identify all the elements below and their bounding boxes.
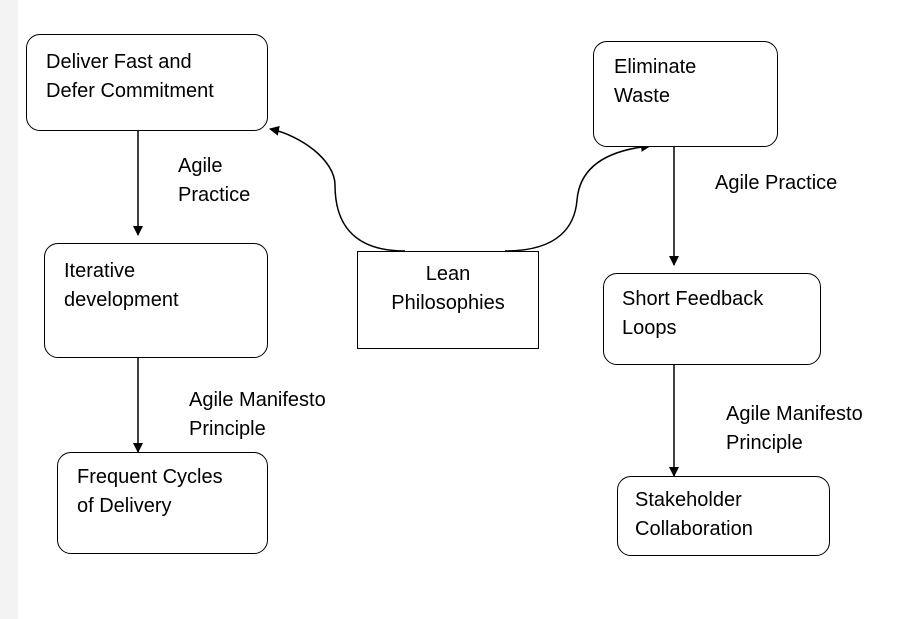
node-frequent-cycles: Frequent Cycles of Delivery — [57, 452, 268, 554]
edge-label-right-practice: Agile Practice — [715, 172, 838, 194]
node-deliver-fast: Deliver Fast and Defer Commitment — [26, 34, 268, 131]
node-stakeholder: Stakeholder Collaboration — [617, 476, 830, 556]
node-lean-label: Lean Philosophies — [391, 263, 505, 314]
node-eliminate-waste: Eliminate Waste — [593, 41, 778, 147]
node-eliminate-waste-label: Eliminate Waste — [614, 56, 697, 107]
node-short-feedback: Short Feedback Loops — [603, 273, 821, 365]
node-iterative: Iterative development — [44, 243, 268, 358]
node-short-feedback-label: Short Feedback Loops — [622, 288, 764, 339]
edge-label-left-practice: Agile Practice — [178, 155, 251, 206]
page-margin — [0, 0, 18, 619]
edge-label-right-manifesto: Agile Manifesto Principle — [726, 403, 863, 454]
node-lean-philosophies: Lean Philosophies — [357, 251, 539, 349]
node-iterative-label: Iterative development — [64, 260, 179, 311]
node-stakeholder-label: Stakeholder Collaboration — [635, 489, 753, 540]
edge-label-left-manifesto: Agile Manifesto Principle — [189, 389, 326, 440]
node-deliver-fast-label: Deliver Fast and Defer Commitment — [46, 51, 214, 102]
arrow-lean-to-eliminate-waste — [504, 141, 651, 252]
arrow-lean-to-deliver-fast — [269, 125, 406, 252]
node-frequent-cycles-label: Frequent Cycles of Delivery — [77, 466, 223, 517]
